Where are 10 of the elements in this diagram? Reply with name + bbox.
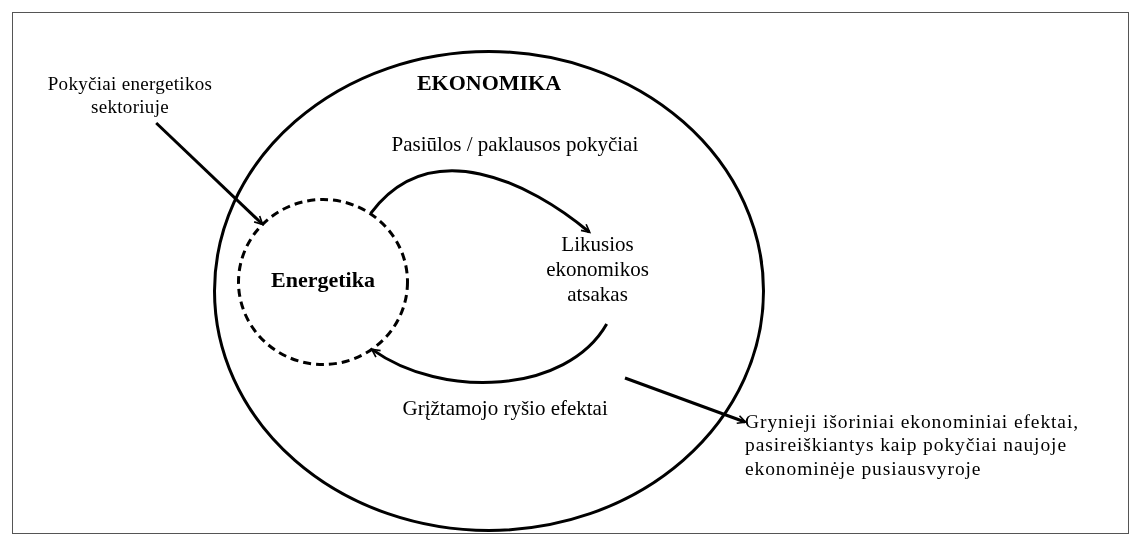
arrow — [624, 376, 747, 425]
circle-label: Energetika — [270, 267, 376, 294]
arrow — [370, 323, 608, 384]
arrow — [369, 169, 591, 234]
circle-title: EKONOMIKA — [415, 70, 563, 97]
note-text: Pokyčiai energetikos sektoriuje — [46, 73, 214, 119]
arrow — [155, 121, 264, 226]
edge-label: Grįžtamojo ryšio efektai — [400, 397, 610, 421]
node-text: Likusios ekonomikos atsakas — [545, 232, 650, 308]
note-text: Grynieji išoriniai ekonominiai efektai, pasireiškiantys kaip pokyčiai naujoje ekonominėje pusiausvyroje — [745, 410, 1081, 481]
